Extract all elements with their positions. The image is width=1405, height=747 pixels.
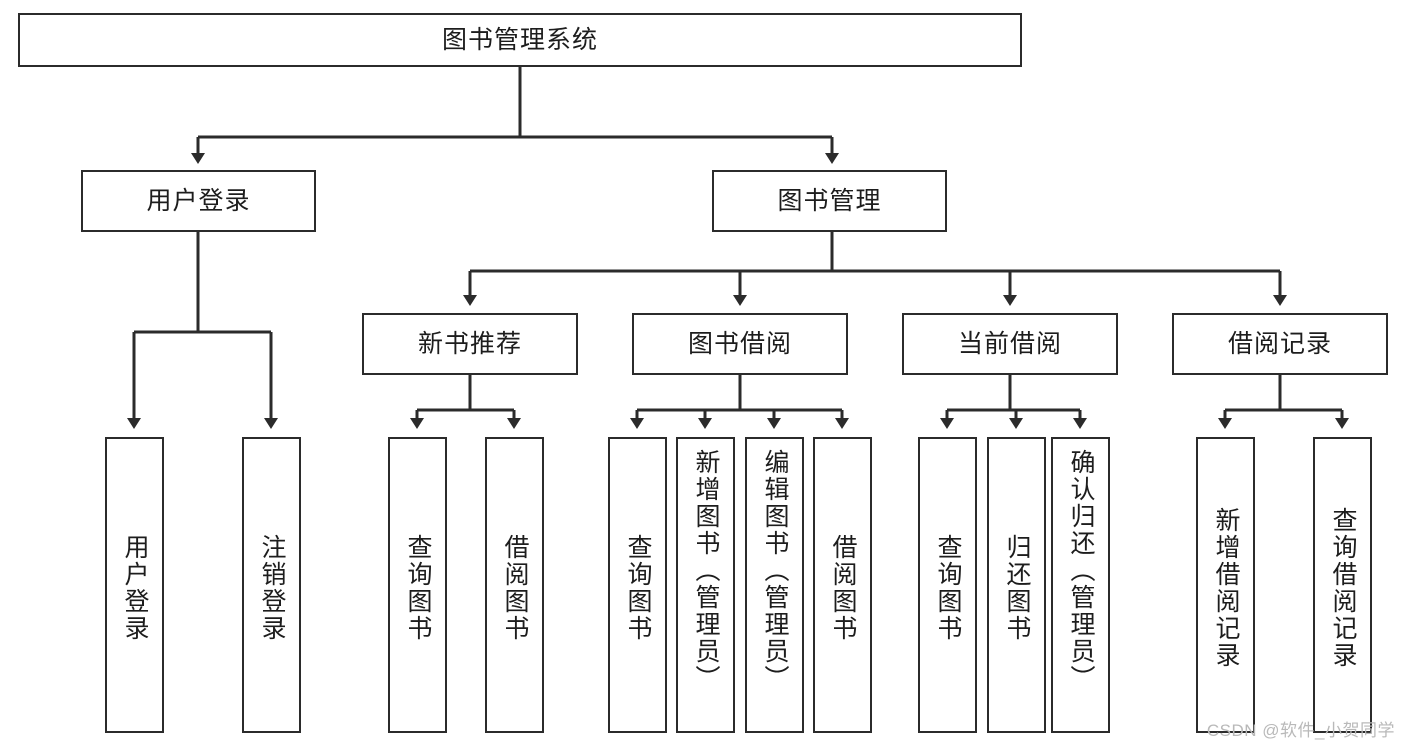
node-root-system[interactable]: 图书管理系统 <box>18 13 1022 67</box>
node-user-login[interactable]: 用户登录 <box>81 170 316 232</box>
node-book-borrow-label: 图书借阅 <box>687 329 792 358</box>
leaf-query-borrow-record-label: 查询借阅记录 <box>1329 507 1357 669</box>
node-new-book-recommend-label: 新书推荐 <box>417 329 522 358</box>
leaf-add-borrow-record-label: 新增借阅记录 <box>1212 507 1240 669</box>
node-book-manage[interactable]: 图书管理 <box>712 170 947 232</box>
node-borrow-record-label: 借阅记录 <box>1227 329 1332 358</box>
leaf-logout-label: 注销登录 <box>258 534 286 642</box>
leaf-borrow-book-recommend[interactable]: 借阅图书 <box>485 437 544 733</box>
leaf-add-borrow-record[interactable]: 新增借阅记录 <box>1196 437 1255 733</box>
node-current-borrow-label: 当前借阅 <box>957 329 1062 358</box>
node-root-label: 图书管理系统 <box>441 25 598 54</box>
leaf-query-book-borrow-label: 查询图书 <box>624 534 652 642</box>
node-user-login-label: 用户登录 <box>146 186 251 215</box>
leaf-query-borrow-record[interactable]: 查询借阅记录 <box>1313 437 1372 733</box>
leaf-query-book-current[interactable]: 查询图书 <box>918 437 977 733</box>
leaf-add-book-admin[interactable]: 新增图书（管理员） <box>676 437 735 733</box>
leaf-user-login-label: 用户登录 <box>121 534 149 642</box>
node-new-book-recommend[interactable]: 新书推荐 <box>362 313 578 375</box>
leaf-return-book-label: 归还图书 <box>1003 534 1031 642</box>
leaf-edit-book-admin[interactable]: 编辑图书（管理员） <box>745 437 804 733</box>
leaf-logout[interactable]: 注销登录 <box>242 437 301 733</box>
csdn-watermark: CSDN @软件_小贺同学 <box>1206 721 1395 740</box>
node-current-borrow[interactable]: 当前借阅 <box>902 313 1118 375</box>
leaf-edit-book-admin-label: 编辑图书（管理员） <box>761 449 789 692</box>
node-borrow-record[interactable]: 借阅记录 <box>1172 313 1388 375</box>
leaf-query-book-current-label: 查询图书 <box>934 534 962 642</box>
leaf-borrow-book-borrow-label: 借阅图书 <box>829 534 857 642</box>
leaf-confirm-return-admin-label: 确认归还（管理员） <box>1067 449 1095 692</box>
node-book-borrow[interactable]: 图书借阅 <box>632 313 848 375</box>
node-book-manage-label: 图书管理 <box>777 186 882 215</box>
leaf-user-login[interactable]: 用户登录 <box>105 437 164 733</box>
leaf-borrow-book-borrow[interactable]: 借阅图书 <box>813 437 872 733</box>
leaf-query-book-borrow[interactable]: 查询图书 <box>608 437 667 733</box>
leaf-query-book-recommend-label: 查询图书 <box>404 534 432 642</box>
leaf-query-book-recommend[interactable]: 查询图书 <box>388 437 447 733</box>
leaf-return-book[interactable]: 归还图书 <box>987 437 1046 733</box>
leaf-confirm-return-admin[interactable]: 确认归还（管理员） <box>1051 437 1110 733</box>
leaf-add-book-admin-label: 新增图书（管理员） <box>692 449 720 692</box>
leaf-borrow-book-recommend-label: 借阅图书 <box>501 534 529 642</box>
